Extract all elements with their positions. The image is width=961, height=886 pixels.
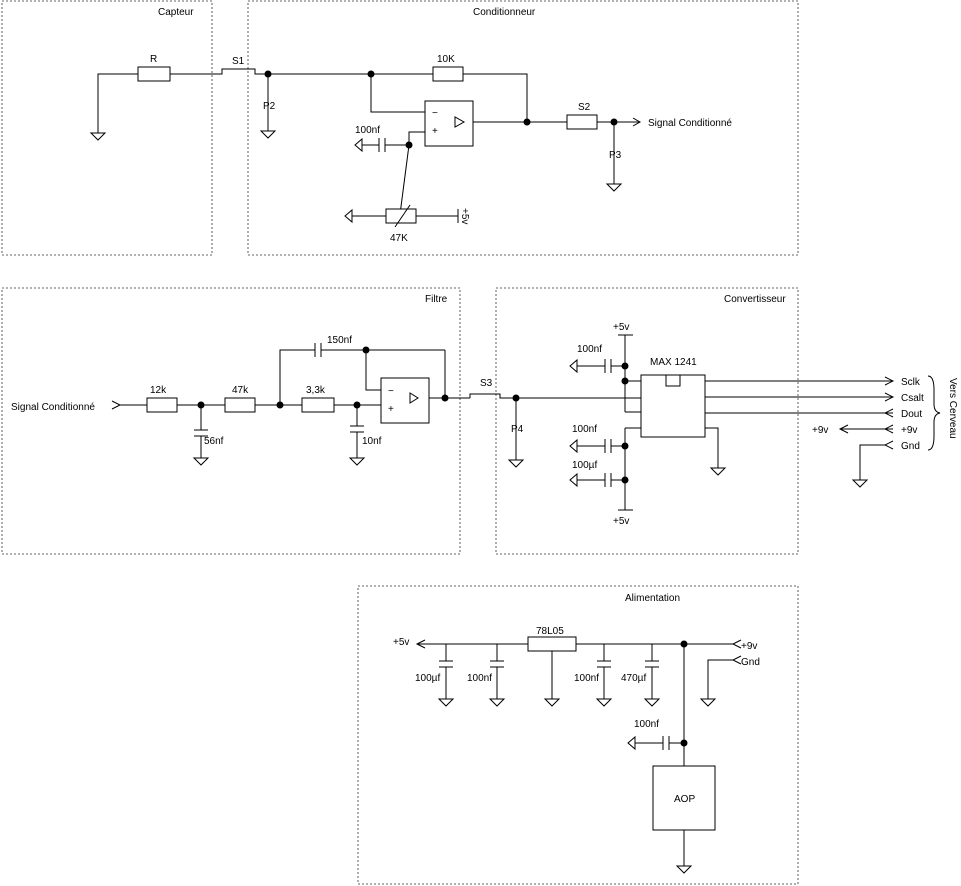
label-chip: MAX 1241 [650,357,697,368]
svg-text:+: + [388,404,394,415]
label-47k-f: 47k [232,385,249,396]
convertisseur-title: Convertisseur [724,294,786,305]
svg-text:+: + [432,126,438,137]
resistor-12k [146,397,178,413]
capteur-title: Capteur [158,7,194,18]
label-alim-100nf-aop: 100nf [634,719,659,730]
label-plus5v-bot: +5v [613,516,629,527]
cap-150nf [314,342,322,358]
pot-47k [385,208,417,224]
label-alim-100nf-b: 100nf [574,673,599,684]
label-alim-plus5v: +5v [393,637,409,648]
label-signal-in: Signal Conditionné [11,402,95,413]
label-47k: 47K [390,233,408,244]
label-csalt: Csalt [901,393,924,404]
label-10nf: 10nf [362,436,382,447]
label-s3: S3 [480,378,493,389]
cap-100nf [378,137,386,153]
svg-text:−: − [388,386,394,397]
label-10k: 10K [437,54,455,65]
label-alim-gnd: Gnd [741,657,760,668]
label-signal-out: Signal Conditionné [648,118,732,129]
label-dout: Dout [901,409,922,420]
convertisseur-circuit: P4 +5v 100nf MAX 1241 100nf 100µf +5v [508,322,958,527]
label-alim-plus9v: +9v [741,641,757,652]
conditionneur-title: Conditionneur [473,7,536,18]
switch-s1 [170,68,268,75]
label-gnd: Gnd [901,441,920,452]
alimentation-circuit: +5v 78L05 +9v 100µf 100nf 100nf 470µf [393,626,760,874]
label-s1: S1 [232,56,245,67]
alimentation-box [357,585,799,885]
label-alim-470uf: 470µf [621,673,646,684]
label-100nf: 100nf [355,125,380,136]
opamp-conditionneur [424,100,474,147]
label-100uf: 100µf [572,460,597,471]
label-alim-100uf: 100µf [415,673,440,684]
resistor-r [137,66,171,82]
label-p4: P4 [511,424,524,435]
label-r: R [150,54,157,65]
filtre-title: Filtre [425,294,448,305]
cap-10nf [349,425,365,433]
label-alim-100nf-a: 100nf [467,673,492,684]
label-vers-cerveau: Vers Cerveau [947,378,958,439]
alimentation-title: Alimentation [625,593,680,604]
label-56nf: 56nf [204,436,224,447]
label-s2: S2 [578,102,591,113]
label-p3: P3 [609,150,622,161]
resistor-10k [432,66,464,82]
opamp-filtre [380,377,430,424]
label-plus5v: +5v [459,208,470,224]
capteur-circuit: R S1 [90,54,268,141]
label-plus5v-top: +5v [613,322,629,333]
conditionneur-box [247,0,799,256]
label-sclk: Sclk [901,377,921,388]
label-100nf-top: 100nf [577,344,602,355]
filtre-box [1,287,461,555]
regulator-78l05 [527,636,577,652]
label-plus9v-right: +9v [901,425,917,436]
conditionneur-circuit: P2 10K − + 100nf 47K +5v S2 [260,54,732,244]
filtre-circuit: Signal Conditionné 12k 56nf 47k 150nf 3,… [11,335,516,466]
label-p2: P2 [263,101,276,112]
aop-block [652,765,716,831]
label-aop: AOP [674,794,695,805]
svg-text:−: − [432,108,438,119]
ground-icon [90,124,106,141]
switch-s3 [469,393,516,399]
switch-s2 [566,114,598,130]
label-100nf-mid: 100nf [572,424,597,435]
label-150nf: 150nf [327,335,352,346]
capteur-box [1,0,213,256]
resistor-3-3k [301,397,335,413]
resistor-47k [224,397,256,413]
label-78l05: 78L05 [536,626,564,637]
brace [927,375,941,451]
label-3-3k: 3,3k [306,385,326,396]
label-plus9v: +9v [812,425,828,436]
label-12k: 12k [150,385,167,396]
